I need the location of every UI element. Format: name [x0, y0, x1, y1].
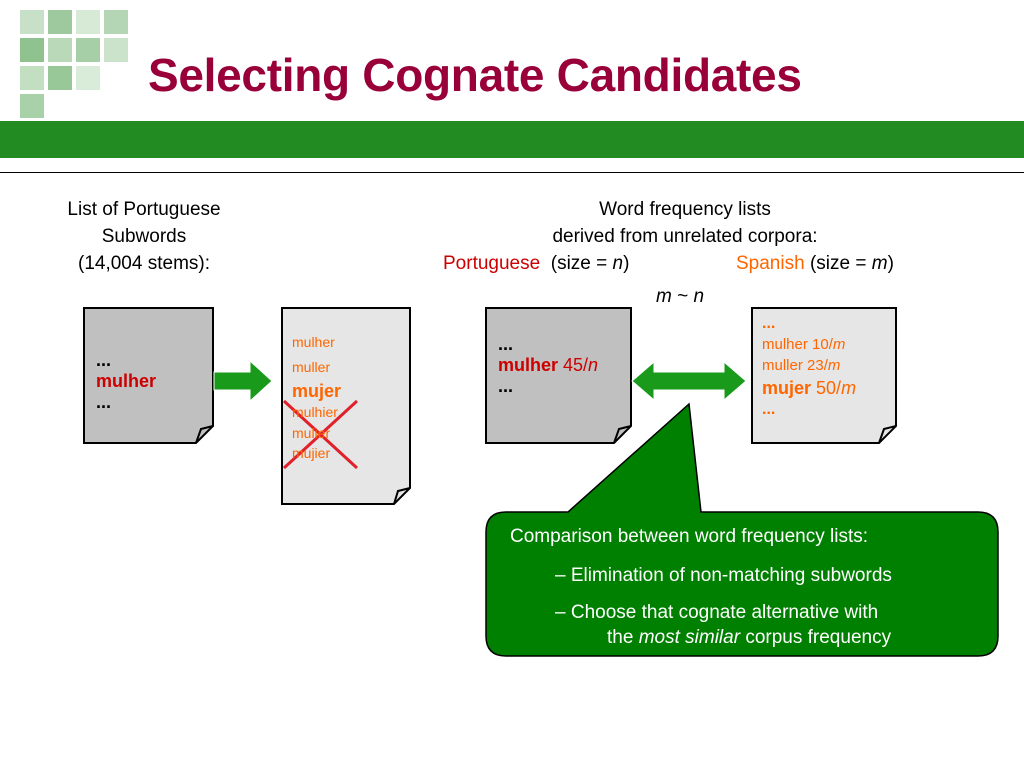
eliminated-word: mulier [292, 425, 331, 441]
logo-square [48, 38, 72, 62]
slide-title: Selecting Cognate Candidates [148, 49, 802, 101]
entry-word: muller 23/ [762, 357, 828, 374]
callout-bullet: – Elimination of non-matching subwords [555, 565, 892, 586]
logo-square [20, 94, 44, 118]
logo-square [48, 10, 72, 34]
spanish-frequency-doc [751, 307, 897, 444]
spanish-size-label: Spanish (size = m) [736, 250, 894, 277]
doc2-content: mulher muller mujer mulhier mulier mujie… [292, 330, 341, 463]
cognate-candidates-doc [281, 307, 411, 505]
callout-bullet-continuation: the most similar corpus frequency [607, 622, 891, 653]
ellipsis: ... [762, 315, 776, 332]
doc4-content: ... mulher 10/m muller 23/m mujer 50/m .… [762, 314, 856, 420]
ellipsis: ... [498, 376, 514, 396]
approx-n: n [693, 286, 705, 307]
selected-frequency-entry: mujer 50/m [762, 376, 856, 400]
header-line: Word frequency lists [599, 199, 771, 220]
comparison-callout [485, 402, 999, 657]
eliminated-word: mulhier [292, 404, 338, 420]
candidate-word: mulher [292, 334, 335, 350]
elimination-cross [282, 399, 359, 470]
word-mulher: mulher [96, 371, 157, 391]
callout-bullet: – Choose that cognate alternative with [555, 602, 879, 623]
ellipsis: ... [96, 350, 112, 370]
portuguese-size-label: Portuguese (size = n) [443, 250, 629, 277]
size-open: (size = [809, 253, 872, 274]
logo-square [76, 66, 100, 90]
frequency-entry: mulher 45/n [498, 355, 598, 376]
eliminated-word: mujier [292, 445, 331, 461]
selected-candidate-word: mujer [292, 381, 342, 401]
logo-square [20, 38, 44, 62]
text-prefix: the [607, 627, 639, 648]
header-line: List of Portuguese [67, 199, 221, 220]
logo-square [20, 10, 44, 34]
doc3-content: ... mulher 45/n ... [498, 334, 598, 397]
frequency-var: n [588, 355, 599, 375]
frequency-var: m [827, 357, 841, 374]
frequency-var: m [841, 378, 857, 398]
frequency-value: 45/ [558, 355, 589, 375]
size-close: ) [623, 253, 630, 274]
logo-square [76, 38, 100, 62]
header-line: (14,004 stems): [78, 253, 210, 274]
logo-square [104, 38, 128, 62]
ellipsis: ... [762, 401, 776, 418]
right-arrow [213, 359, 273, 403]
logo-square [20, 66, 44, 90]
doc1-content: ... mulher ... [96, 350, 156, 413]
logo-square [104, 10, 128, 34]
ellipsis: ... [498, 334, 514, 354]
word-mulher: mulher [498, 355, 559, 375]
portuguese-label: Portuguese [443, 253, 541, 274]
emphasis-text: most similar [638, 627, 741, 648]
approx-m: m [656, 286, 672, 307]
word-mujer: mujer [762, 378, 812, 398]
callout-heading: Comparison between word frequency lists: [510, 526, 869, 547]
size-open: (size = [550, 253, 613, 274]
frequency-value: 50/ [811, 378, 842, 398]
frequency-entry: mulher 10/m [762, 334, 856, 355]
double-arrow [631, 360, 747, 402]
logo-square [76, 10, 100, 34]
portuguese-frequency-doc [485, 307, 632, 444]
size-close: ) [887, 253, 894, 274]
entry-word: mulher 10/ [762, 336, 833, 353]
portuguese-subwords-doc [83, 307, 214, 444]
size-var: n [612, 253, 624, 274]
header-line: derived from unrelated corpora: [552, 226, 818, 247]
size-var: m [871, 253, 888, 274]
portuguese-subwords-header: List of Portuguese Subwords (14,004 stem… [34, 196, 254, 277]
frequency-var: m [832, 336, 846, 353]
frequency-entry: muller 23/m [762, 355, 856, 376]
text-suffix: corpus frequency [740, 627, 892, 648]
divider-line [0, 172, 1024, 173]
frequency-lists-header: Word frequency lists derived from unrela… [430, 196, 940, 250]
logo-square [48, 66, 72, 90]
header-line: Subwords [101, 226, 187, 247]
approx-symbol: ~ [671, 286, 694, 307]
ellipsis: ... [96, 392, 112, 412]
size-approx-label: m ~ n [656, 283, 704, 310]
header-bar [0, 121, 1024, 158]
candidate-word: muller [292, 359, 331, 375]
spanish-label: Spanish [736, 253, 805, 274]
